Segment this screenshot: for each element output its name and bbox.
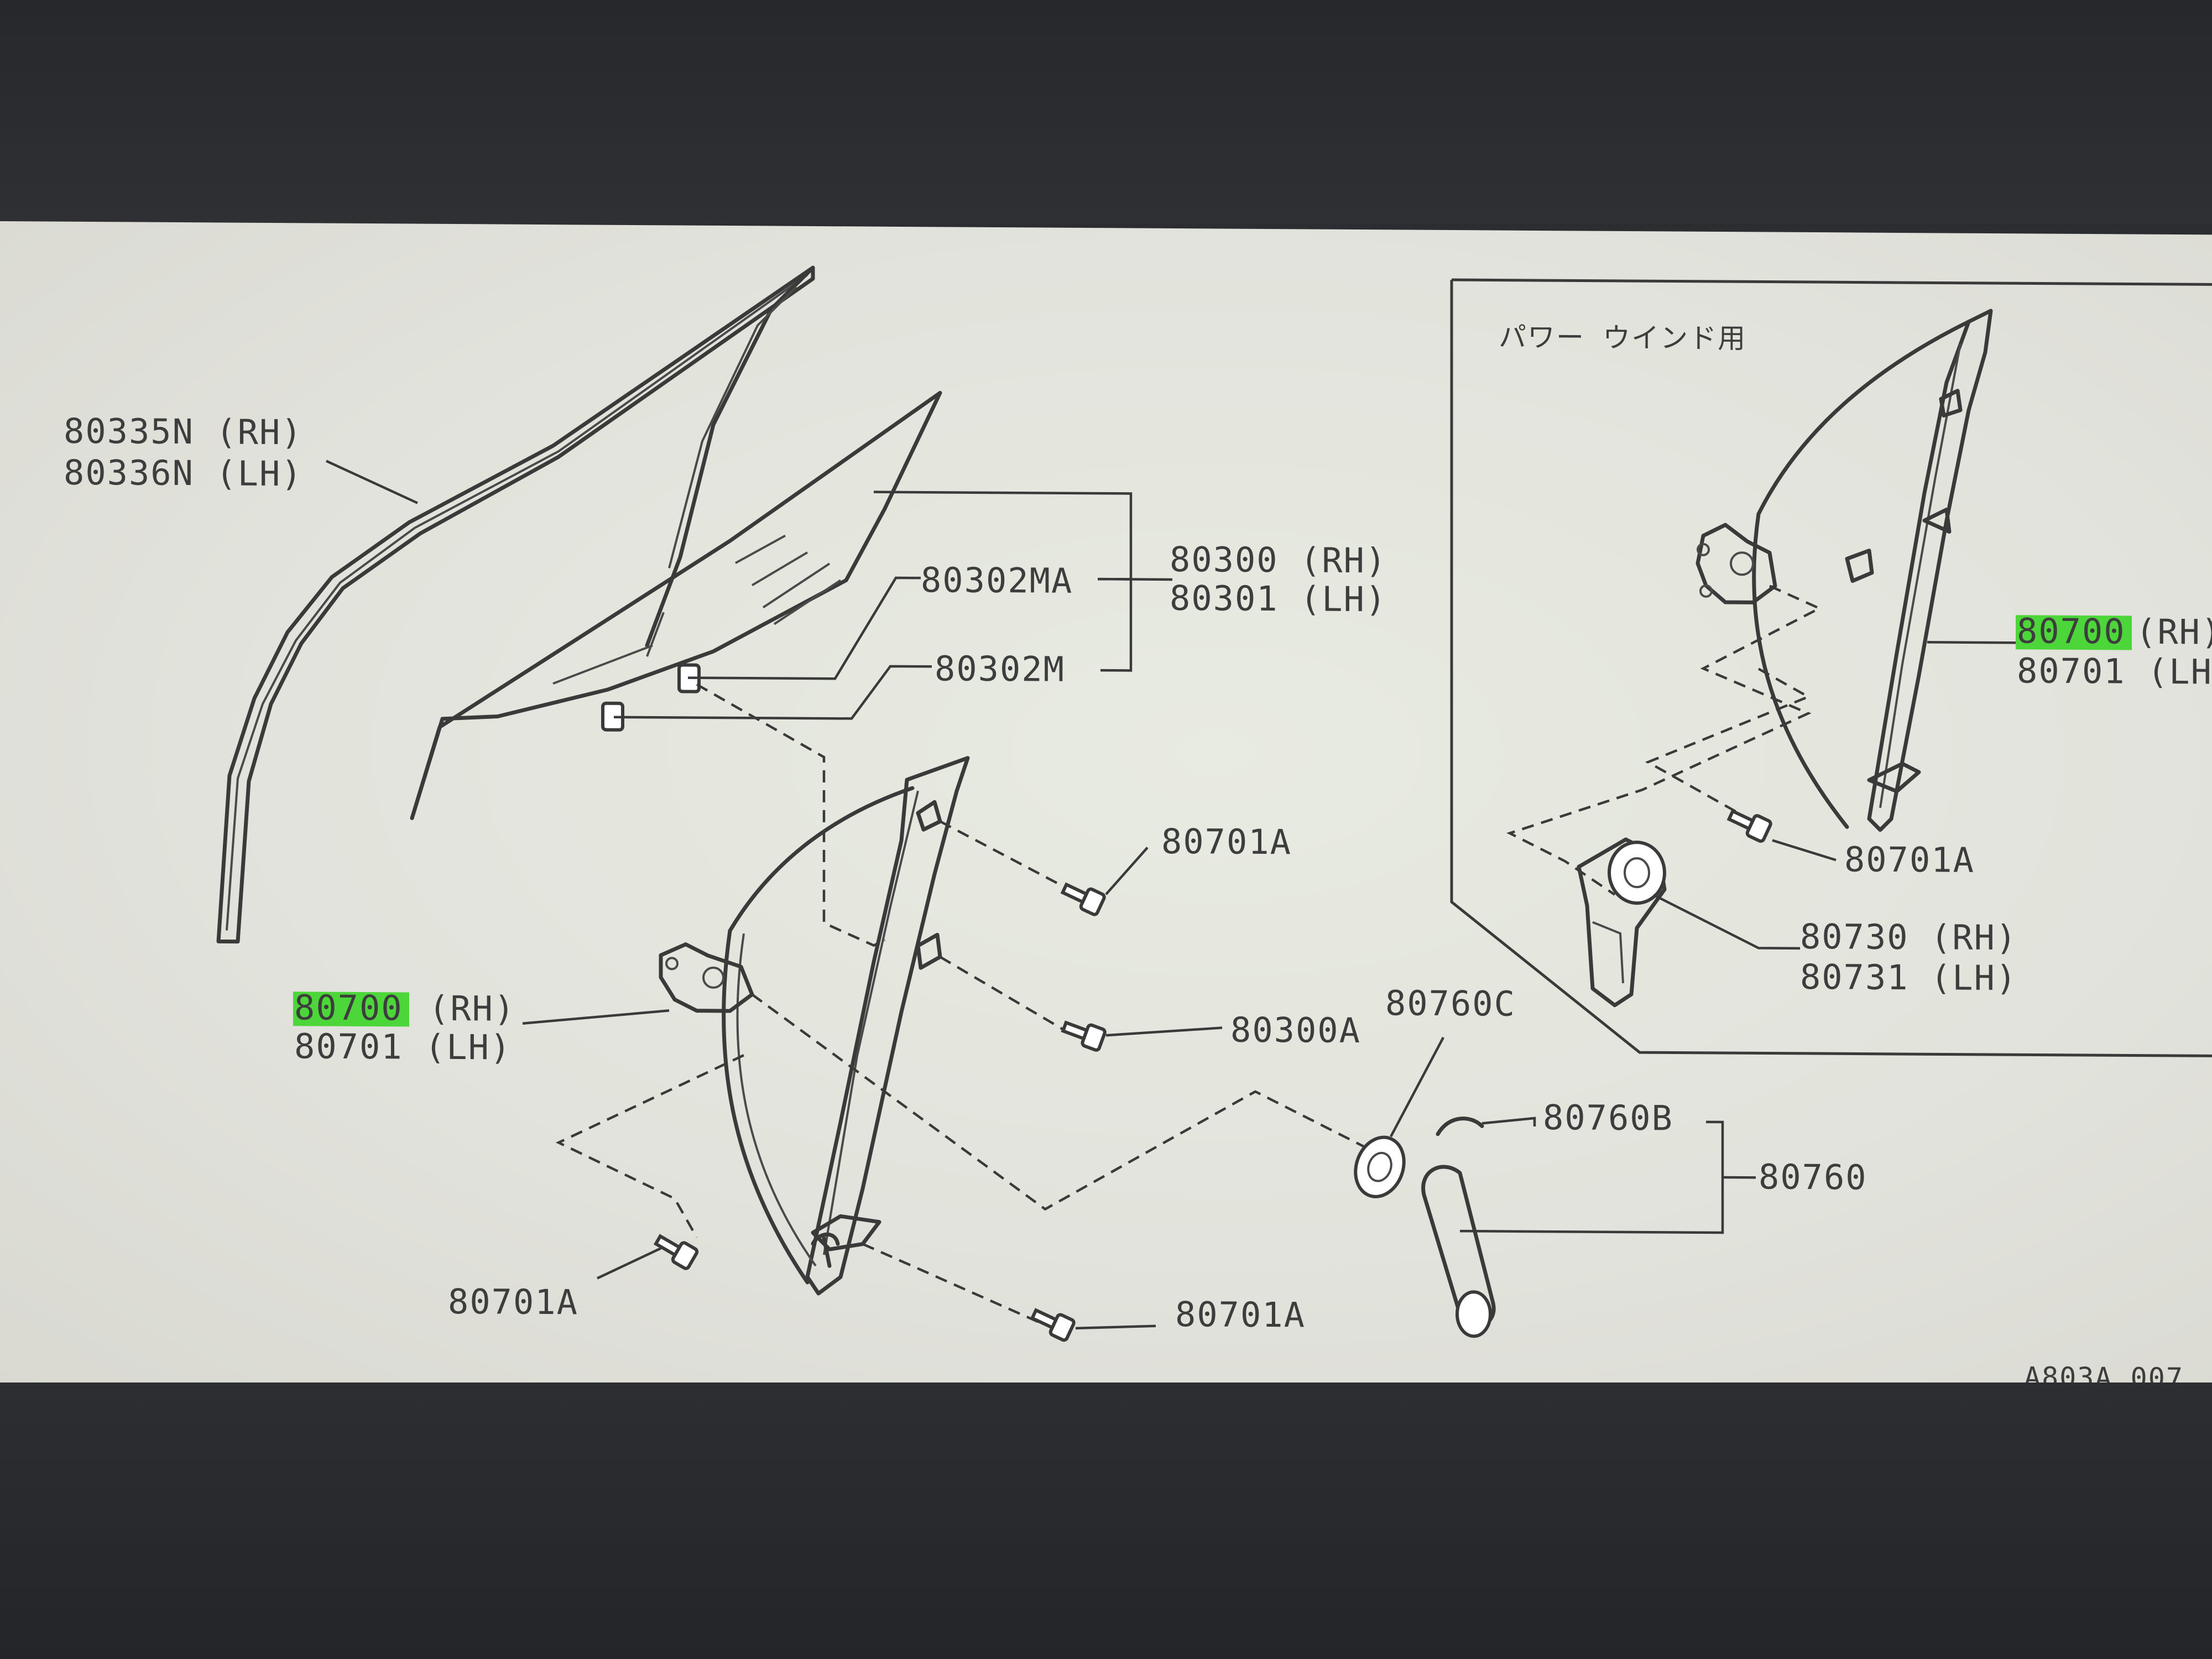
pw-bolt-label: 80701A: [1844, 839, 1975, 880]
door-sash-part: [216, 265, 815, 944]
door-glass-part: [410, 390, 942, 821]
pw-regulator-label-num-rh: 80700: [2017, 611, 2126, 651]
pw-regulator-highlight: [2016, 615, 2132, 650]
sash-label-rh: 80335N (RH): [64, 411, 303, 453]
pw-dashed-lines: [1506, 585, 1823, 896]
bolt-label-3: 80701A: [1175, 1294, 1306, 1335]
monitor-bezel-top: [0, 0, 2212, 224]
glass-bolt-label: 80300A: [1230, 1010, 1361, 1051]
assembly-dashed-lines: [555, 683, 1367, 1324]
pw-motor-part: [1577, 837, 1667, 1008]
handle-assy-label: 80760: [1759, 1156, 1867, 1197]
bolt2-leader: [597, 1247, 661, 1280]
regulator-label-num-rh: 80700: [294, 987, 403, 1028]
clip-ma-leader: [688, 576, 921, 680]
pw-regulator-leader: [1927, 641, 2024, 644]
power-window-heading: パワー ウインド用: [1499, 321, 1746, 355]
manual-regulator-part: [659, 756, 970, 1296]
glass-bracket-leader: [874, 491, 1133, 672]
power-window-regulator-part: [1695, 309, 1993, 832]
regulator-label-lh: 80701 (LH): [294, 1026, 512, 1067]
glass-bolt-leader: [1105, 1026, 1223, 1037]
handle-parts: [1354, 1036, 1756, 1338]
sash-leader: [326, 460, 418, 504]
glass-label-lh: 80301 (LH): [1170, 578, 1387, 619]
motor-label-lh: 80731 (LH): [1800, 957, 2017, 998]
pw-bolt-icon: [1726, 808, 1772, 843]
clip-m-leader: [614, 665, 932, 720]
regulator-highlight: [293, 992, 409, 1027]
power-window-inset: [1450, 278, 2212, 1057]
bolt3-leader: [1075, 1324, 1156, 1330]
bolt-label-1: 80701A: [1161, 821, 1292, 862]
glass-clip-m-label: 80302M: [935, 648, 1065, 689]
pw-bolt-leader: [1772, 839, 1837, 862]
regulator-label-side-rh: (RH): [429, 988, 515, 1029]
pw-regulator-label-side-rh: (RH): [2136, 612, 2212, 653]
glass-clip-ma-label: 80302MA: [921, 560, 1073, 601]
sash-label-lh: 80336N (LH): [64, 452, 303, 494]
monitor-bezel-bottom: [0, 1383, 2212, 1659]
glass-leader-right: [1098, 577, 1172, 581]
bolt1-leader: [1105, 847, 1149, 895]
pw-motor-leader: [1652, 894, 1800, 950]
parts-diagram: 80335N (RH) 80336N (LH) 80300 (RH) 80301…: [64, 265, 2212, 1394]
washer-leader: [1390, 1036, 1444, 1138]
glass-label-rh: 80300 (RH): [1170, 539, 1387, 581]
parts-diagram-screen: 80335N (RH) 80336N (LH) 80300 (RH) 80301…: [0, 221, 2212, 1399]
motor-label-rh: 80730 (RH): [1800, 916, 2017, 958]
bolt-label-2: 80701A: [448, 1281, 578, 1322]
regulator-leader: [522, 1009, 670, 1025]
pw-regulator-label-lh: 80701 (LH): [2017, 650, 2212, 692]
handle-washer-label: 80760C: [1385, 983, 1516, 1024]
handle-clip-label: 80760B: [1543, 1097, 1673, 1138]
bolt-icons: [653, 882, 1107, 1342]
